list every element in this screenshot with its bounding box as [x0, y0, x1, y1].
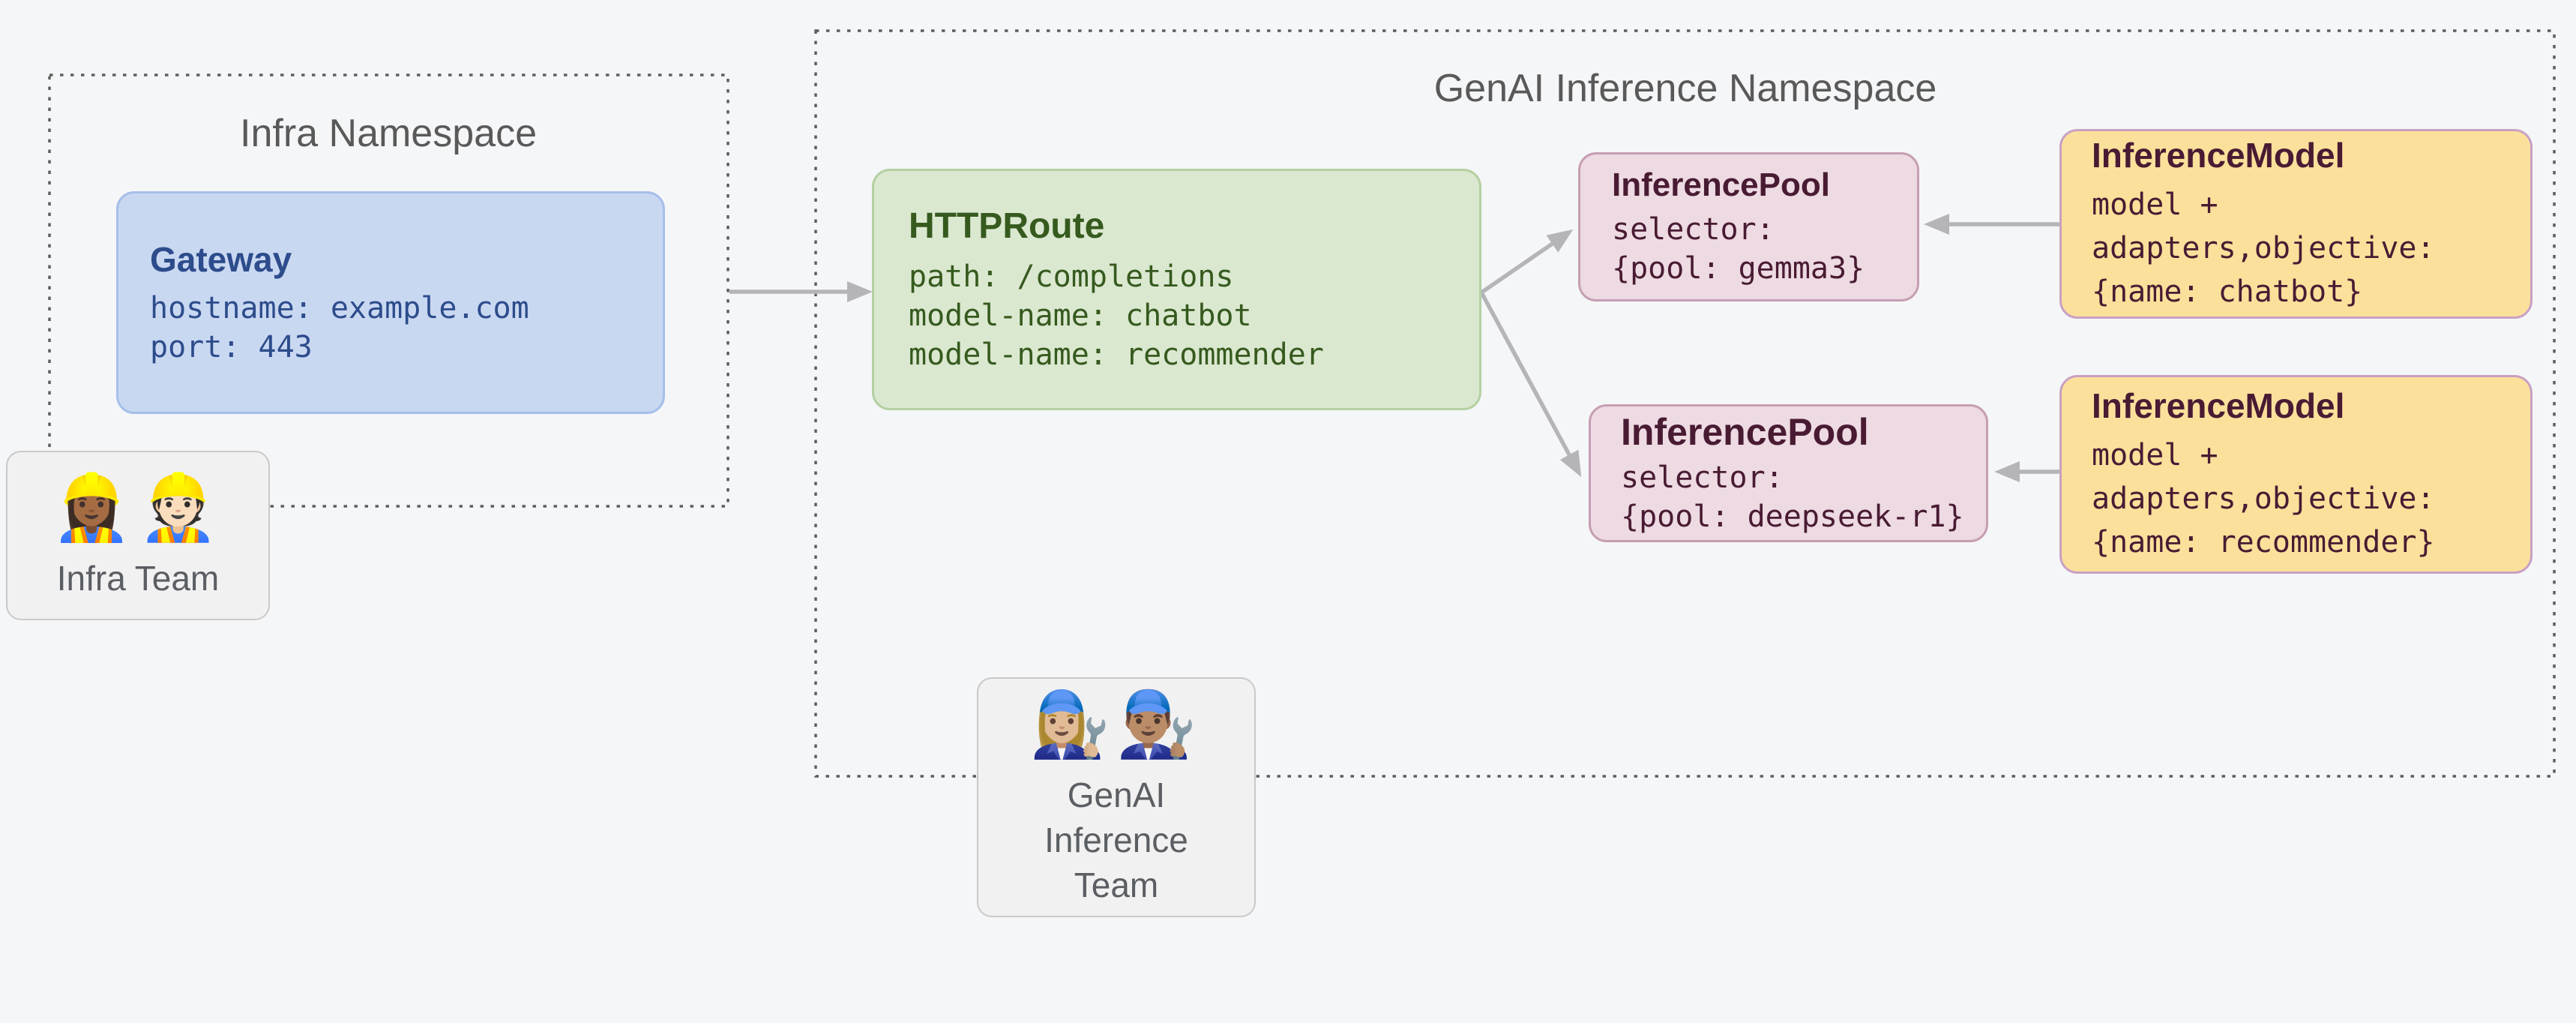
edge-httproute-to-pool-deepseek [1479, 291, 1582, 478]
genai-inference-team-card: 👩🏼‍🔧👨🏽‍🔧 GenAI Inference Team [977, 677, 1256, 917]
httproute-model-chatbot-line: model-name: chatbot [909, 298, 1252, 333]
genai-namespace-boundary [814, 29, 2556, 778]
genai-team-label-line3: Team [1074, 866, 1159, 904]
inferencepool-deepseek-selector-line: selector: [1621, 460, 1784, 495]
infra-team-card: 👷🏾‍♀️👷🏻 Infra Team [6, 451, 270, 620]
construction-workers-emoji: 👷🏾‍♀️👷🏻 [51, 472, 225, 544]
httproute-node: HTTPRoute path: /completions model-name:… [872, 169, 1481, 410]
inferencepool-gemma3-pool-line: {pool: gemma3} [1612, 250, 1865, 286]
genai-namespace-title: GenAI Inference Namespace [1433, 67, 1937, 110]
inferencemodel-chatbot-adapters-line: adapters,objective: [2092, 230, 2435, 266]
infra-namespace-title: Infra Namespace [240, 112, 537, 155]
httproute-node-title: HTTPRoute [909, 206, 1105, 246]
httproute-model-recommender-line: model-name: recommender [909, 337, 1324, 372]
infra-namespace-boundary [48, 74, 729, 508]
edge-httproute-to-pool-gemma3 [1480, 229, 1574, 295]
inferencemodel-recommender-node: InferenceModel model + adapters,objectiv… [2059, 375, 2533, 574]
genai-team-label-line1: GenAI [1067, 776, 1166, 814]
inferencepool-gemma3-node: InferencePool selector: {pool: gemma3} [1578, 152, 1919, 302]
inferencepool-deepseek-pool-line: {pool: deepseek-r1} [1621, 500, 1964, 534]
gateway-hostname-line: hostname: example.com [150, 290, 529, 326]
httproute-path-line: path: /completions [909, 259, 1234, 294]
gateway-node-title: Gateway [150, 239, 292, 279]
genai-team-label: GenAI Inference Team [1044, 772, 1188, 908]
inferencemodel-chatbot-node: InferenceModel model + adapters,objectiv… [2059, 129, 2533, 319]
mechanics-emoji: 👩🏼‍🔧👨🏽‍🔧 [1029, 688, 1203, 760]
genai-team-label-line2: Inference [1044, 820, 1188, 860]
inferencemodel-recommender-name-line: {name: recommender} [2092, 524, 2435, 560]
gateway-port-line: port: 443 [150, 329, 313, 364]
inferencemodel-chatbot-title: InferenceModel [2092, 135, 2345, 175]
inferencemodel-recommender-model-line: model + [2092, 437, 2218, 472]
inferencemodel-chatbot-model-line: model + [2092, 187, 2218, 222]
gateway-node: Gateway hostname: example.com port: 443 [116, 191, 665, 414]
inferencemodel-recommender-adapters-line: adapters,objective: [2092, 481, 2435, 516]
infra-team-label: Infra Team [56, 559, 220, 598]
inferencepool-gemma3-title: InferencePool [1612, 166, 1830, 203]
inferencemodel-chatbot-name-line: {name: chatbot} [2092, 274, 2363, 309]
inferencepool-deepseek-node: InferencePool selector: {pool: deepseek-… [1589, 404, 1988, 542]
inferencepool-gemma3-selector-line: selector: [1612, 212, 1775, 247]
inferencepool-deepseek-title: InferencePool [1621, 411, 1869, 453]
inferencemodel-recommender-title: InferenceModel [2092, 386, 2345, 425]
